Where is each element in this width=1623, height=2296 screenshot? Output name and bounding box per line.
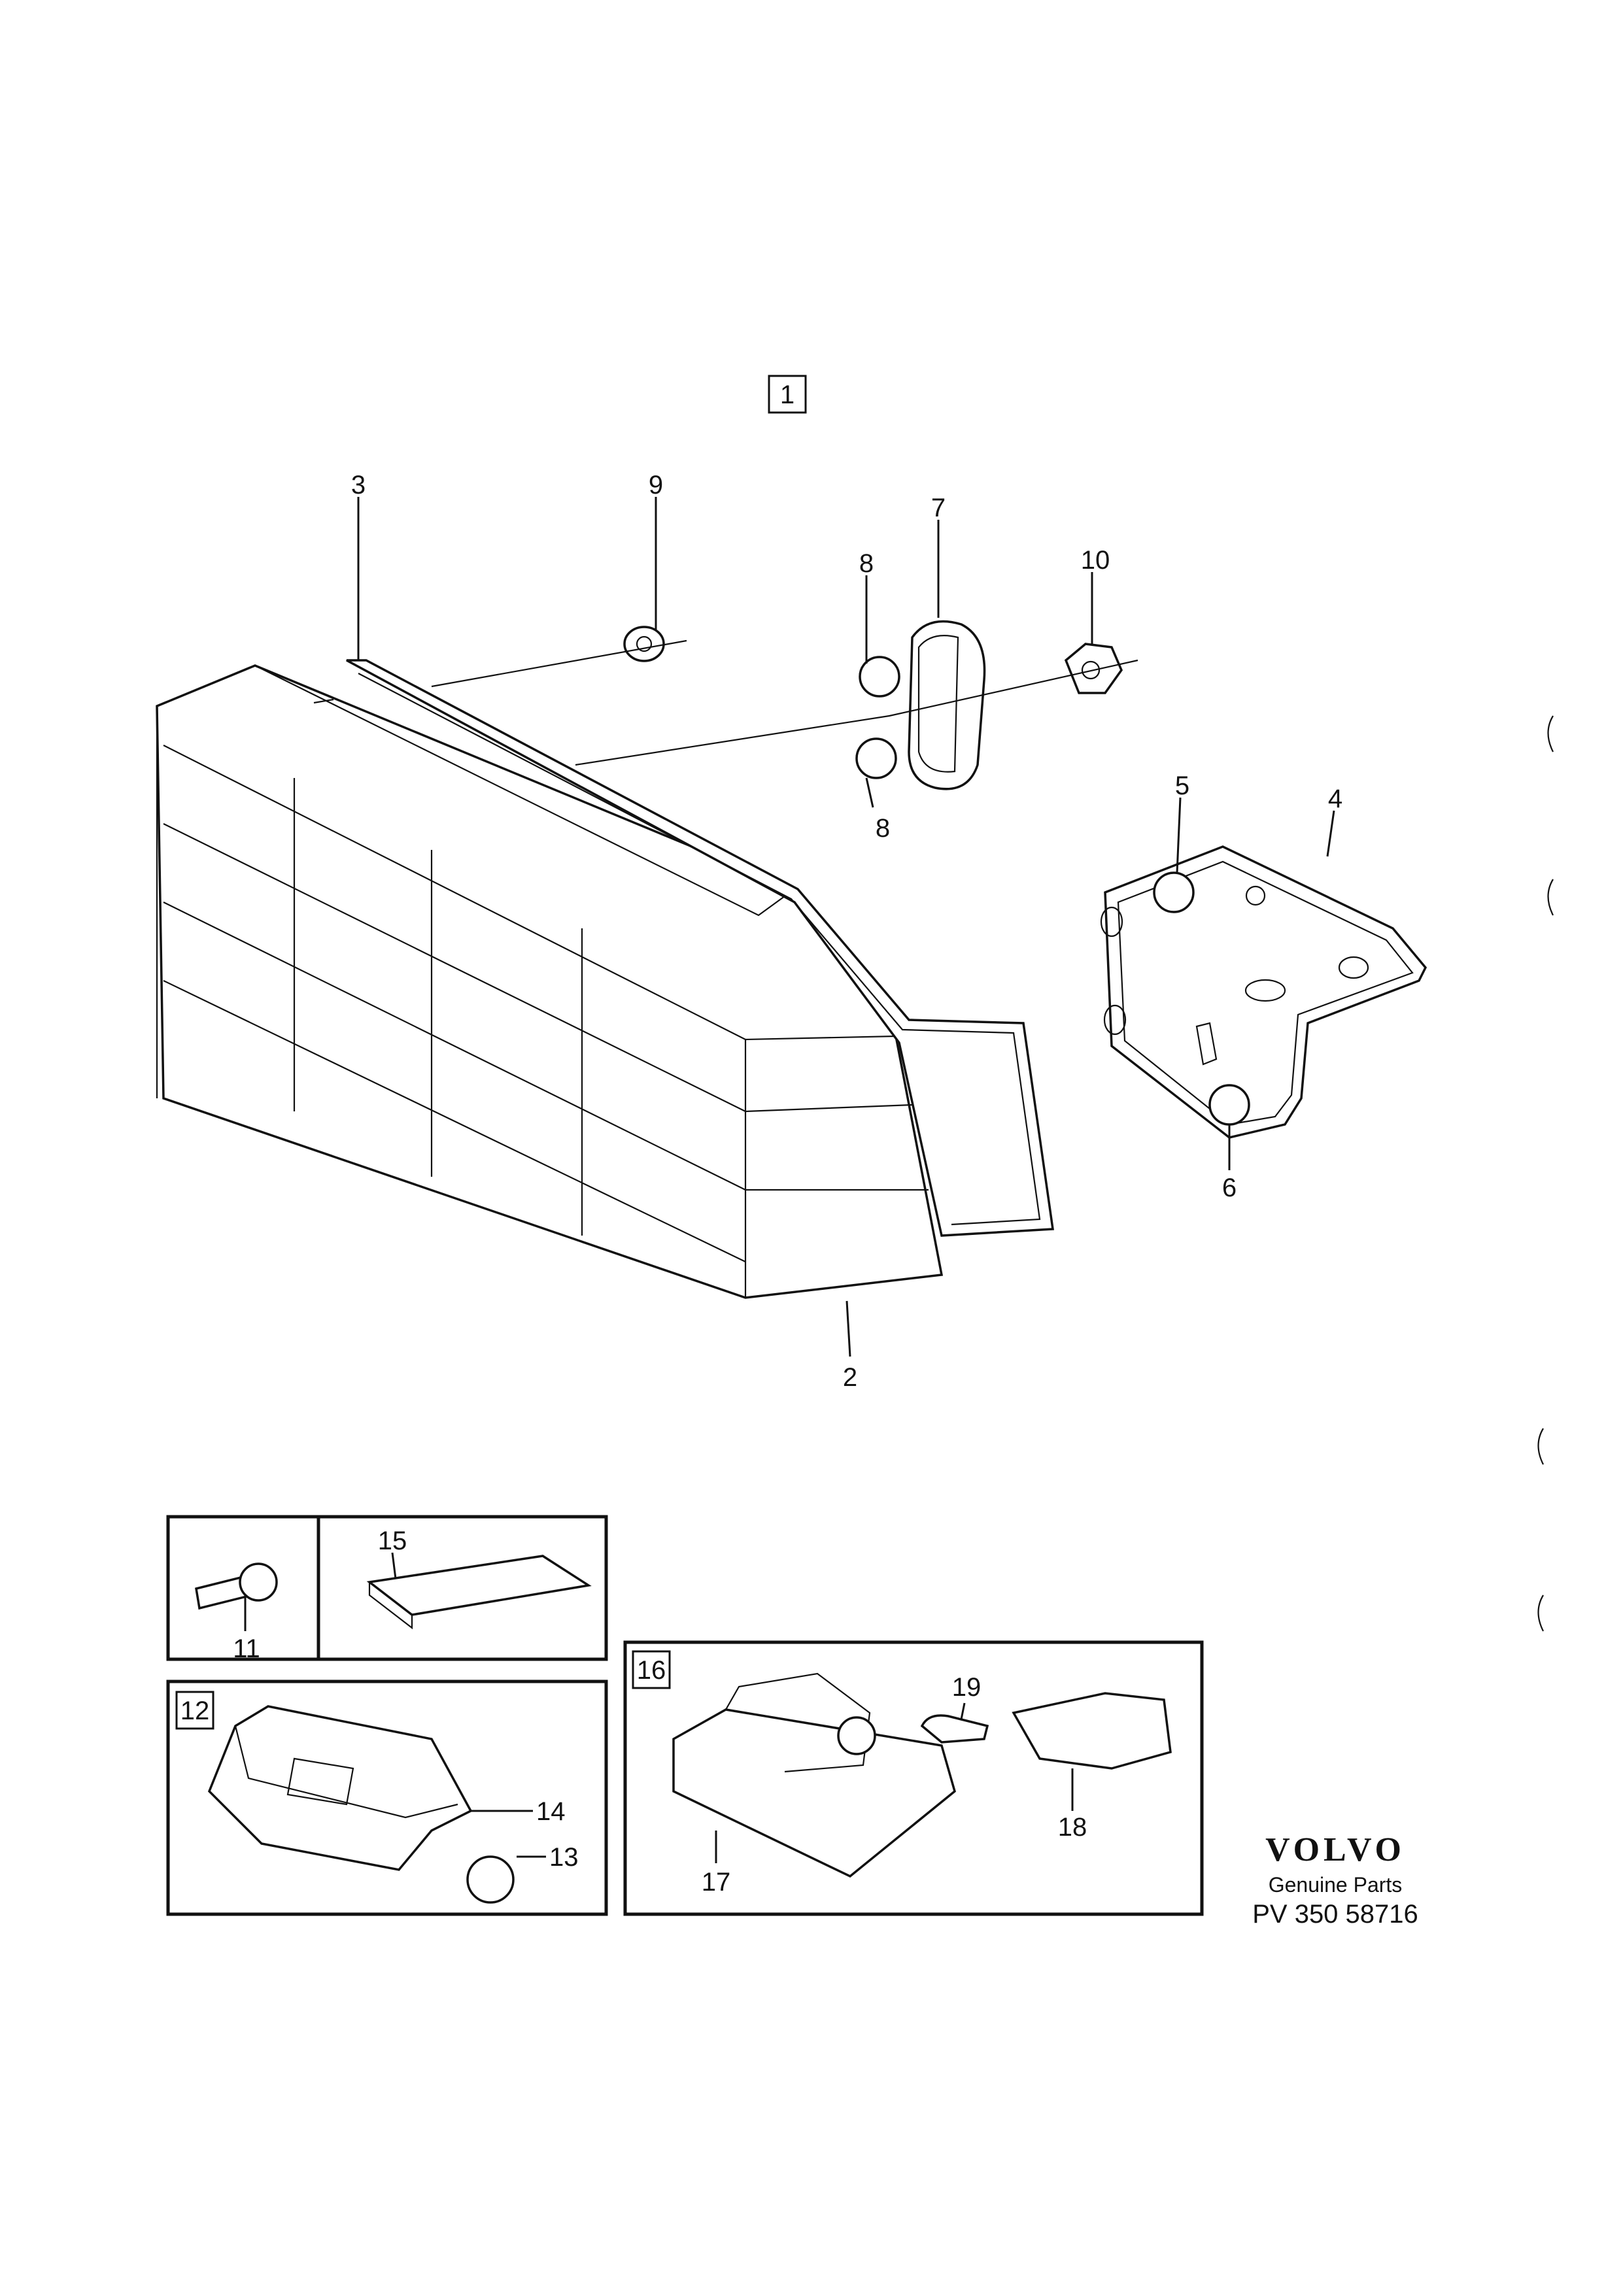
figure-label: 1 bbox=[768, 375, 807, 414]
bulb-lower bbox=[855, 737, 897, 779]
panel-adhesive-strip bbox=[316, 1515, 608, 1661]
bulb-5 bbox=[1153, 871, 1195, 913]
callout-17: 17 bbox=[702, 1868, 731, 1897]
callout-19: 19 bbox=[952, 1673, 982, 1702]
callout-11: 11 bbox=[233, 1634, 260, 1663]
callout-16: 16 bbox=[637, 1656, 666, 1685]
callout-8-upper: 8 bbox=[859, 549, 874, 578]
callout-10: 10 bbox=[1081, 546, 1110, 575]
callout-7: 7 bbox=[931, 494, 946, 522]
panel-interior-lamp bbox=[623, 1640, 1204, 1916]
bulb-13 bbox=[466, 1855, 515, 1904]
volvo-logo: VOLVO bbox=[1265, 1831, 1405, 1868]
callout-15: 15 bbox=[378, 1527, 407, 1555]
nut-large bbox=[1064, 643, 1123, 694]
leader-lines bbox=[244, 497, 1335, 1863]
bulb-holder-plate bbox=[1100, 845, 1427, 1139]
tail-light-lens bbox=[156, 664, 944, 1299]
callout-18: 18 bbox=[1058, 1813, 1087, 1842]
bulb-19 bbox=[920, 1714, 989, 1744]
mounting-lines bbox=[313, 639, 1138, 766]
panel-screw bbox=[166, 1515, 320, 1661]
callout-4: 4 bbox=[1328, 785, 1342, 813]
callout-12: 12 bbox=[180, 1697, 210, 1725]
brand-block: VOLVO Genuine Parts PV 350 58716 bbox=[1218, 1831, 1453, 1929]
callout-2: 2 bbox=[843, 1363, 857, 1392]
callout-9: 9 bbox=[649, 471, 663, 499]
lamp-socket-18 bbox=[1012, 1692, 1172, 1770]
bulb-upper bbox=[859, 656, 900, 698]
callout-6: 6 bbox=[1222, 1173, 1237, 1202]
bulb-holder bbox=[855, 620, 986, 790]
callout-13: 13 bbox=[549, 1843, 579, 1872]
margin-marks bbox=[1537, 715, 1554, 1632]
bulb-6 bbox=[1208, 1084, 1250, 1126]
callout-3: 3 bbox=[351, 471, 366, 499]
callout-8-lower: 8 bbox=[876, 814, 890, 843]
brand-subtitle: Genuine Parts bbox=[1268, 1873, 1403, 1897]
callouts: 3 9 7 8 8 10 5 4 6 2 11 15 12 14 13 16 1… bbox=[180, 471, 1342, 1897]
part-code: PV 350 58716 bbox=[1252, 1900, 1418, 1929]
panel-number-plate-lamp bbox=[166, 1680, 608, 1916]
nut-small bbox=[623, 626, 665, 662]
gasket bbox=[346, 659, 1055, 1237]
callout-5: 5 bbox=[1175, 771, 1189, 800]
callout-14: 14 bbox=[536, 1797, 566, 1826]
figure-label-text: 1 bbox=[780, 380, 794, 409]
